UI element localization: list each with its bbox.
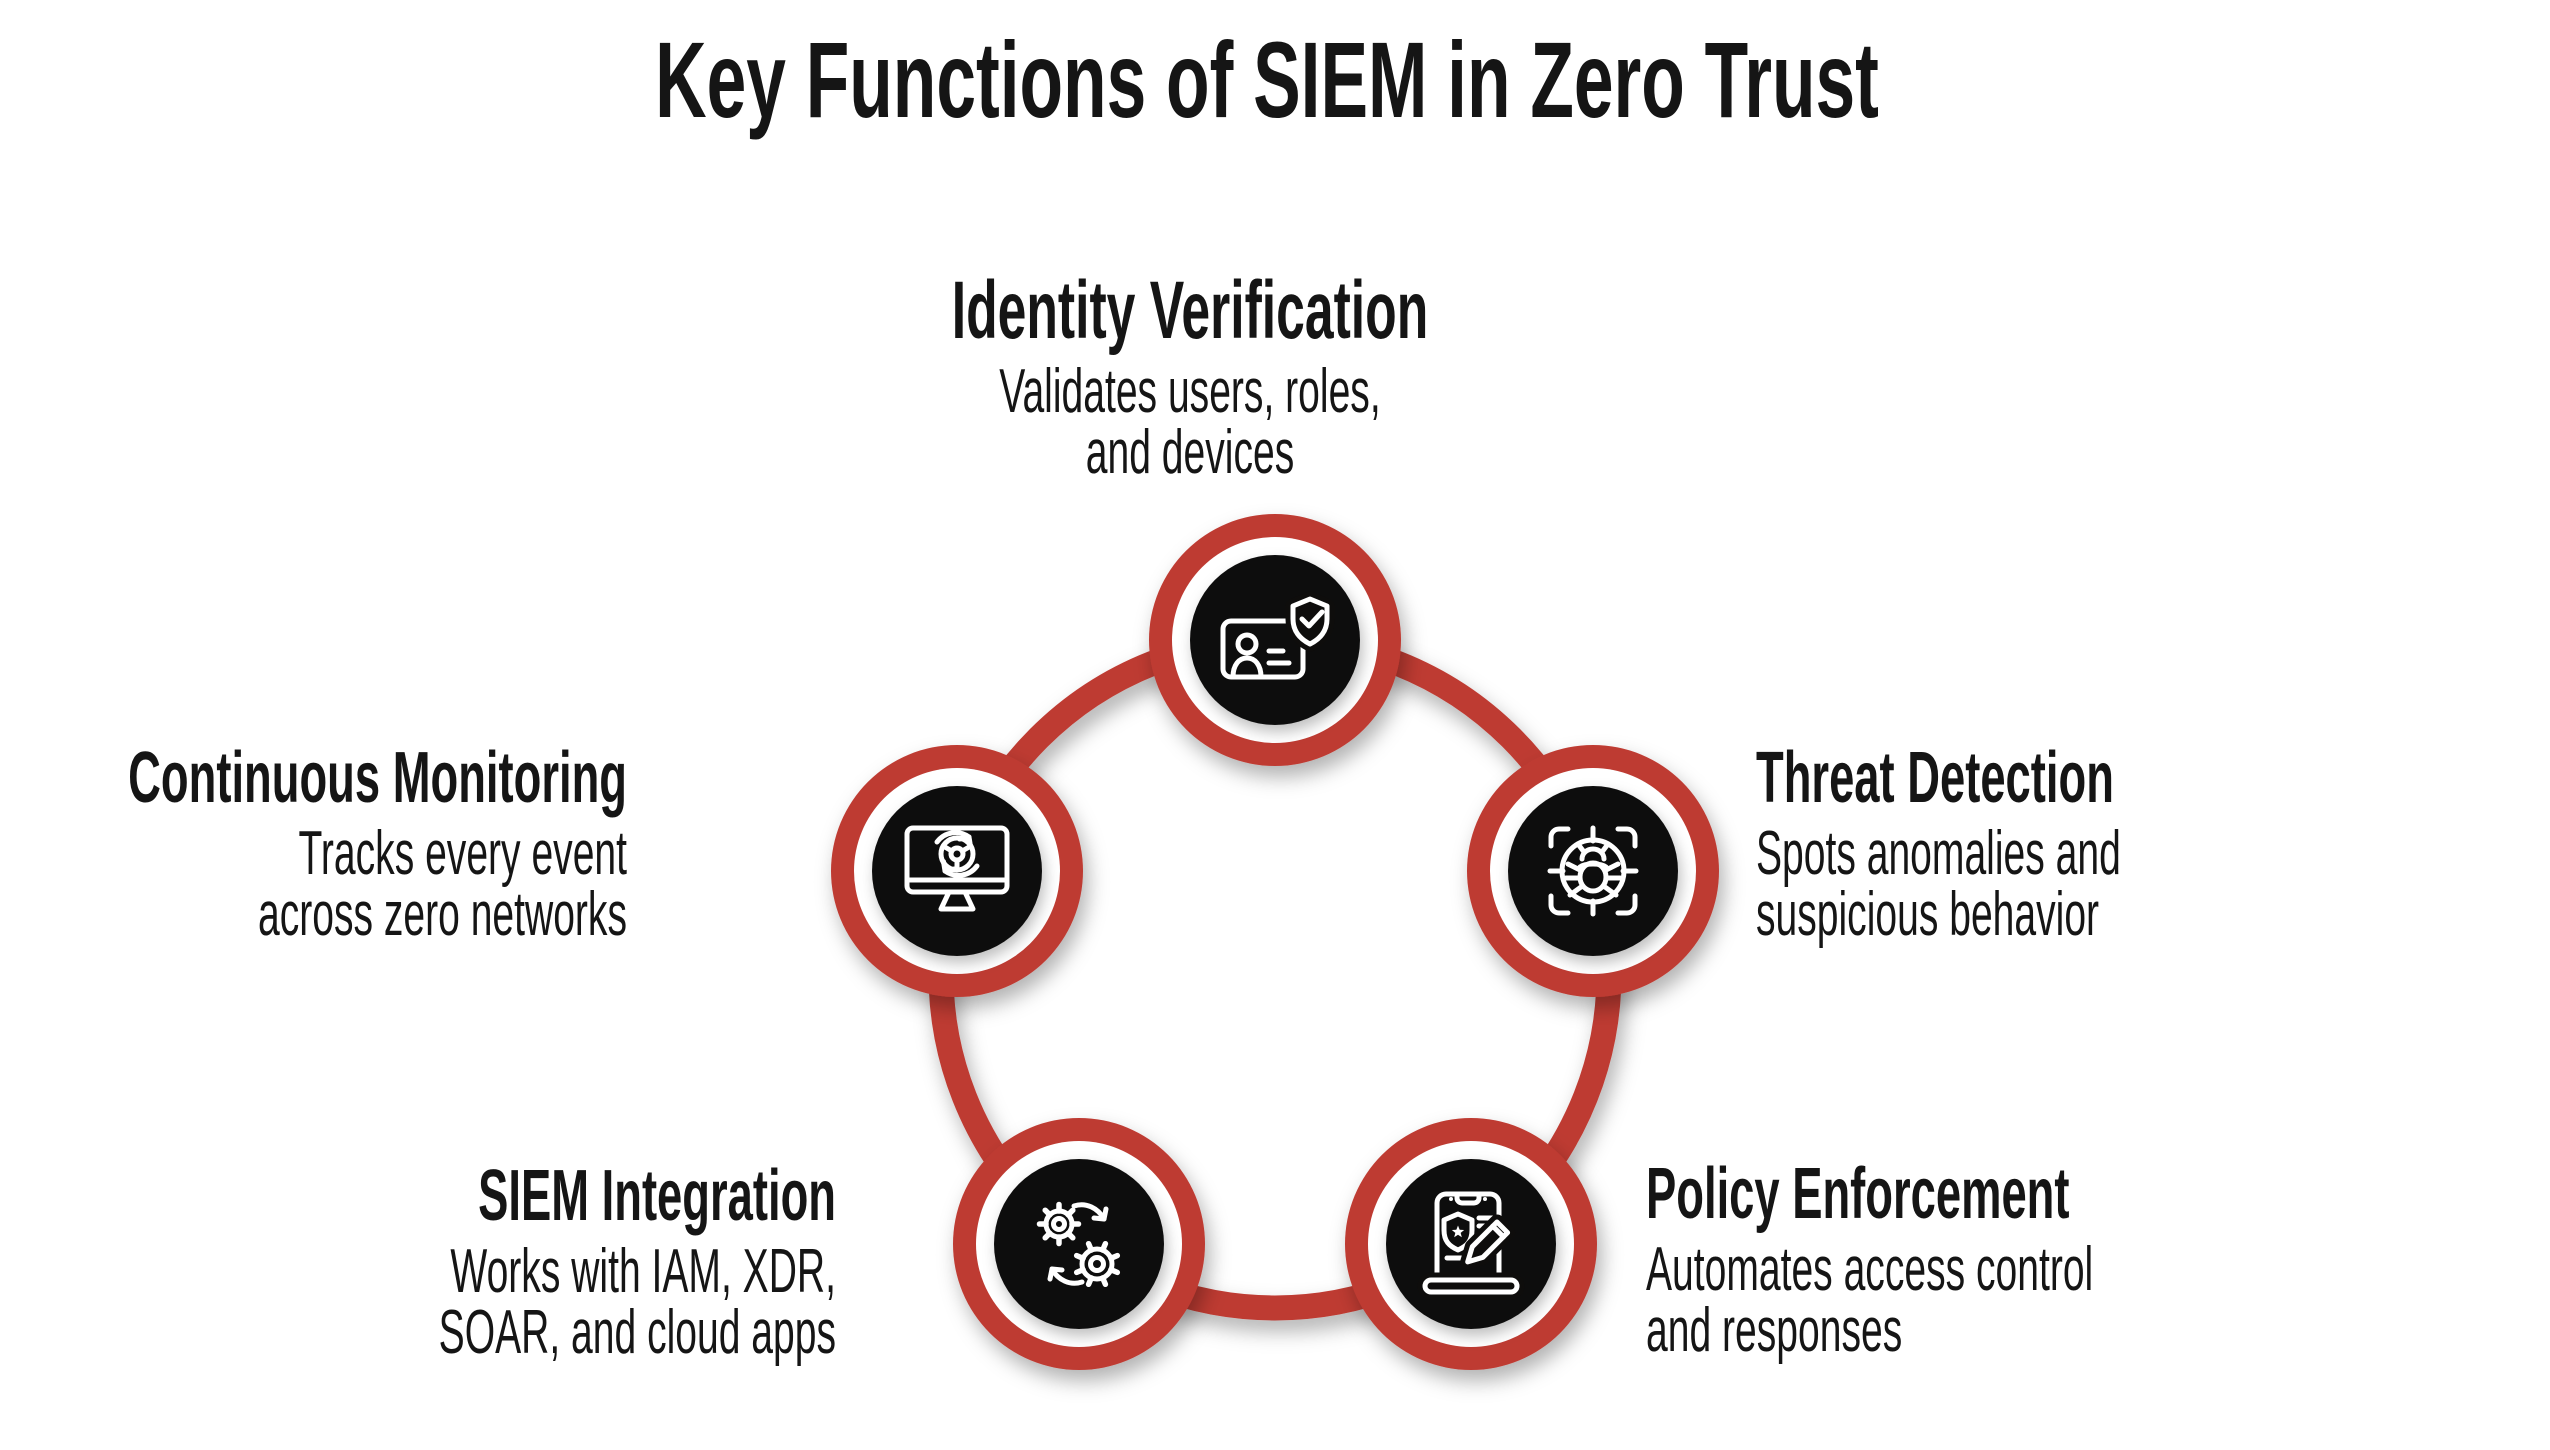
id-card-shield-check-icon xyxy=(1220,591,1335,680)
node-description: Works with IAM, XDR, SOAR, and cloud app… xyxy=(269,1237,836,1367)
label-block-threat-detection: Threat Detection Spots anomalies and sus… xyxy=(1756,742,2323,946)
description-line: suspicious behavior xyxy=(1756,879,2100,949)
description-line: Spots anomalies and xyxy=(1756,819,2121,888)
node-black-disc xyxy=(1508,786,1678,956)
node-title: Threat Detection xyxy=(1756,738,2114,818)
node-description: Validates users, roles, and devices xyxy=(938,357,1442,487)
description-line: across zero networks xyxy=(257,879,627,949)
label-block-policy-enforcement: Policy Enforcement Automates access cont… xyxy=(1646,1158,2213,1362)
node-description: Spots anomalies and suspicious behavior xyxy=(1756,819,2323,949)
policy-tablet-badge-pencil-icon xyxy=(1417,1191,1525,1300)
node-title: Policy Enforcement xyxy=(1646,1154,2070,1234)
description-line: Works with IAM, XDR, xyxy=(450,1237,836,1306)
node-black-disc xyxy=(1190,555,1360,725)
node-siem-integration xyxy=(953,1118,1205,1370)
description-line: SOAR, and cloud apps xyxy=(438,1297,836,1367)
page-title: Key Functions of SIEM in Zero Trust xyxy=(655,19,1879,140)
description-line: and devices xyxy=(1085,417,1295,487)
description-line: Validates users, roles, xyxy=(999,357,1381,426)
node-title: SIEM Integration xyxy=(478,1156,836,1236)
node-title: Identity Verification xyxy=(951,265,1429,356)
description-line: and responses xyxy=(1646,1295,1903,1365)
node-threat-detection xyxy=(1467,745,1719,997)
label-block-continuous-monitoring: Continuous Monitoring Tracks every event… xyxy=(60,742,627,946)
bug-scan-target-icon xyxy=(1547,825,1639,917)
node-policy-enforcement xyxy=(1345,1118,1597,1370)
description-line: Automates access control xyxy=(1646,1235,2094,1304)
description-line: Tracks every event xyxy=(298,819,627,888)
node-description: Tracks every event across zero networks xyxy=(60,819,627,949)
node-continuous-monitoring xyxy=(831,745,1083,997)
label-block-siem-integration: SIEM Integration Works with IAM, XDR, SO… xyxy=(269,1160,836,1364)
node-identity-verification xyxy=(1149,514,1401,766)
monitor-target-sync-icon xyxy=(904,825,1010,912)
node-description: Automates access control and responses xyxy=(1646,1235,2213,1365)
node-title: Continuous Monitoring xyxy=(128,738,627,818)
gears-sync-icon xyxy=(1036,1201,1121,1288)
label-block-identity-verification: Identity Verification Validates users, r… xyxy=(938,270,1442,484)
node-black-disc xyxy=(994,1159,1164,1329)
